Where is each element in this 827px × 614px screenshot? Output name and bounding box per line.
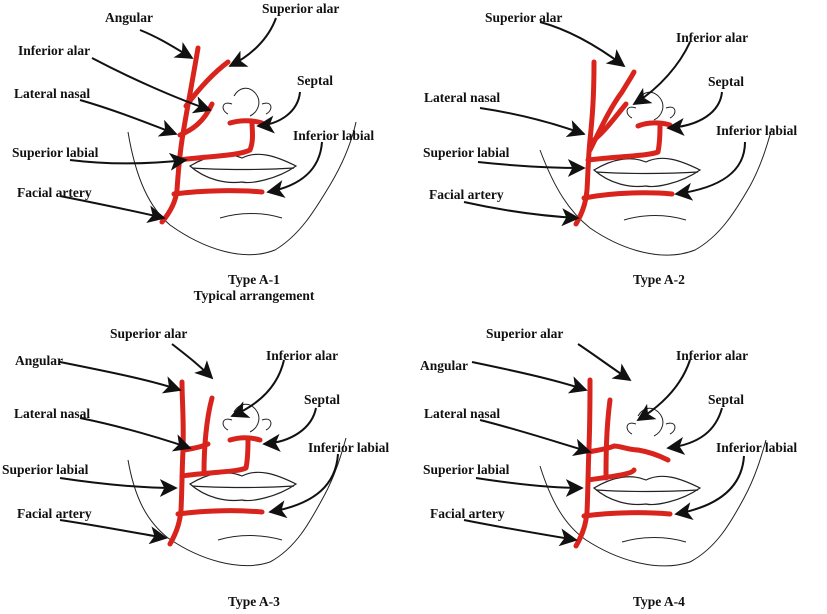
face-outline [539,91,773,256]
leader-arrows [59,17,323,224]
panel-type-a2: Superior alar Inferior alar Septal Later… [423,10,797,287]
label-inferior-alar: Inferior alar [18,43,90,58]
caption: Type A-4 [633,594,685,609]
label-facial-artery: Facial artery [17,506,92,521]
label-lateral-nasal: Lateral nasal [14,86,90,101]
label-lateral-nasal: Lateral nasal [424,406,500,421]
label-lateral-nasal: Lateral nasal [424,90,500,105]
label-lateral-nasal: Lateral nasal [14,406,90,421]
label-septal: Septal [708,74,744,89]
label-superior-alar: Superior alar [486,326,563,341]
label-angular: Angular [420,358,468,373]
label-facial-artery: Facial artery [429,187,504,202]
label-superior-alar: Superior alar [262,1,339,16]
label-facial-artery: Facial artery [17,185,92,200]
face-outline [127,403,347,567]
caption: Type A-2 [633,272,685,287]
label-inferior-alar: Inferior alar [676,348,748,363]
label-septal: Septal [297,73,333,88]
arteries [573,59,675,227]
leader-arrows [463,21,746,227]
label-facial-artery: Facial artery [430,506,505,521]
panel-type-a3: Superior alar Angular Inferior alar Late… [2,326,389,609]
label-septal: Septal [708,392,744,407]
label-inferior-labial: Inferior labial [716,123,797,138]
arteries [159,45,265,225]
label-inferior-labial: Inferior labial [308,440,389,455]
caption: Type A-3 [228,594,280,609]
panel-type-a1: Angular Superior alar Inferior alar Sept… [12,1,374,303]
panel-type-a4: Superior alar Angular Inferior alar Late… [420,326,797,609]
label-angular: Angular [15,353,63,368]
label-superior-alar: Superior alar [485,10,562,25]
subcaption: Typical arrangement [194,288,315,303]
label-superior-alar: Superior alar [110,326,187,341]
leader-arrows [463,343,745,547]
label-angular: Angular [105,10,153,25]
label-inferior-labial: Inferior labial [293,128,374,143]
face-outline [539,407,767,567]
label-inferior-alar: Inferior alar [266,348,338,363]
label-septal: Septal [304,392,340,407]
label-superior-labial: Superior labial [423,462,510,477]
label-inferior-alar: Inferior alar [676,30,748,45]
label-inferior-labial: Inferior labial [716,440,797,455]
caption: Type A-1 [228,272,280,287]
label-superior-labial: Superior labial [12,145,99,160]
arteries [167,379,265,547]
face-outline [127,87,357,256]
label-superior-labial: Superior labial [423,145,510,160]
label-superior-labial: Superior labial [2,462,89,477]
arteries [573,377,673,549]
leader-arrows [59,343,339,545]
